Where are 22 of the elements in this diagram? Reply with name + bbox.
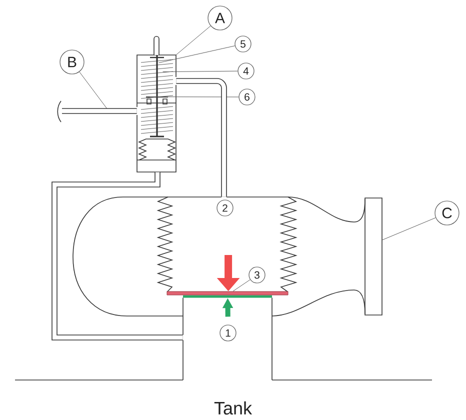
leader-line xyxy=(176,26,211,56)
callout-number: 5 xyxy=(234,36,252,52)
leader-line xyxy=(382,217,436,240)
callout-number: 6 xyxy=(238,88,256,106)
leader-line xyxy=(158,46,236,64)
callout-letter: A xyxy=(208,6,232,30)
leader-line xyxy=(232,279,250,292)
pilot-valve xyxy=(136,36,176,172)
pipe xyxy=(62,108,137,114)
callout-letter: B xyxy=(60,50,84,74)
leader-line xyxy=(79,72,108,110)
pipe xyxy=(52,172,183,340)
leader-line xyxy=(150,96,239,98)
callout-number: 2 xyxy=(216,200,234,216)
valve-body xyxy=(72,196,382,316)
callout-number: 3 xyxy=(248,266,266,284)
leader-line xyxy=(162,70,238,72)
callout-number: 1 xyxy=(220,324,236,342)
callout-letter: C xyxy=(434,200,460,226)
callout-number: 4 xyxy=(238,62,254,80)
pipe xyxy=(176,78,227,197)
tank-label: Tank xyxy=(214,401,252,415)
